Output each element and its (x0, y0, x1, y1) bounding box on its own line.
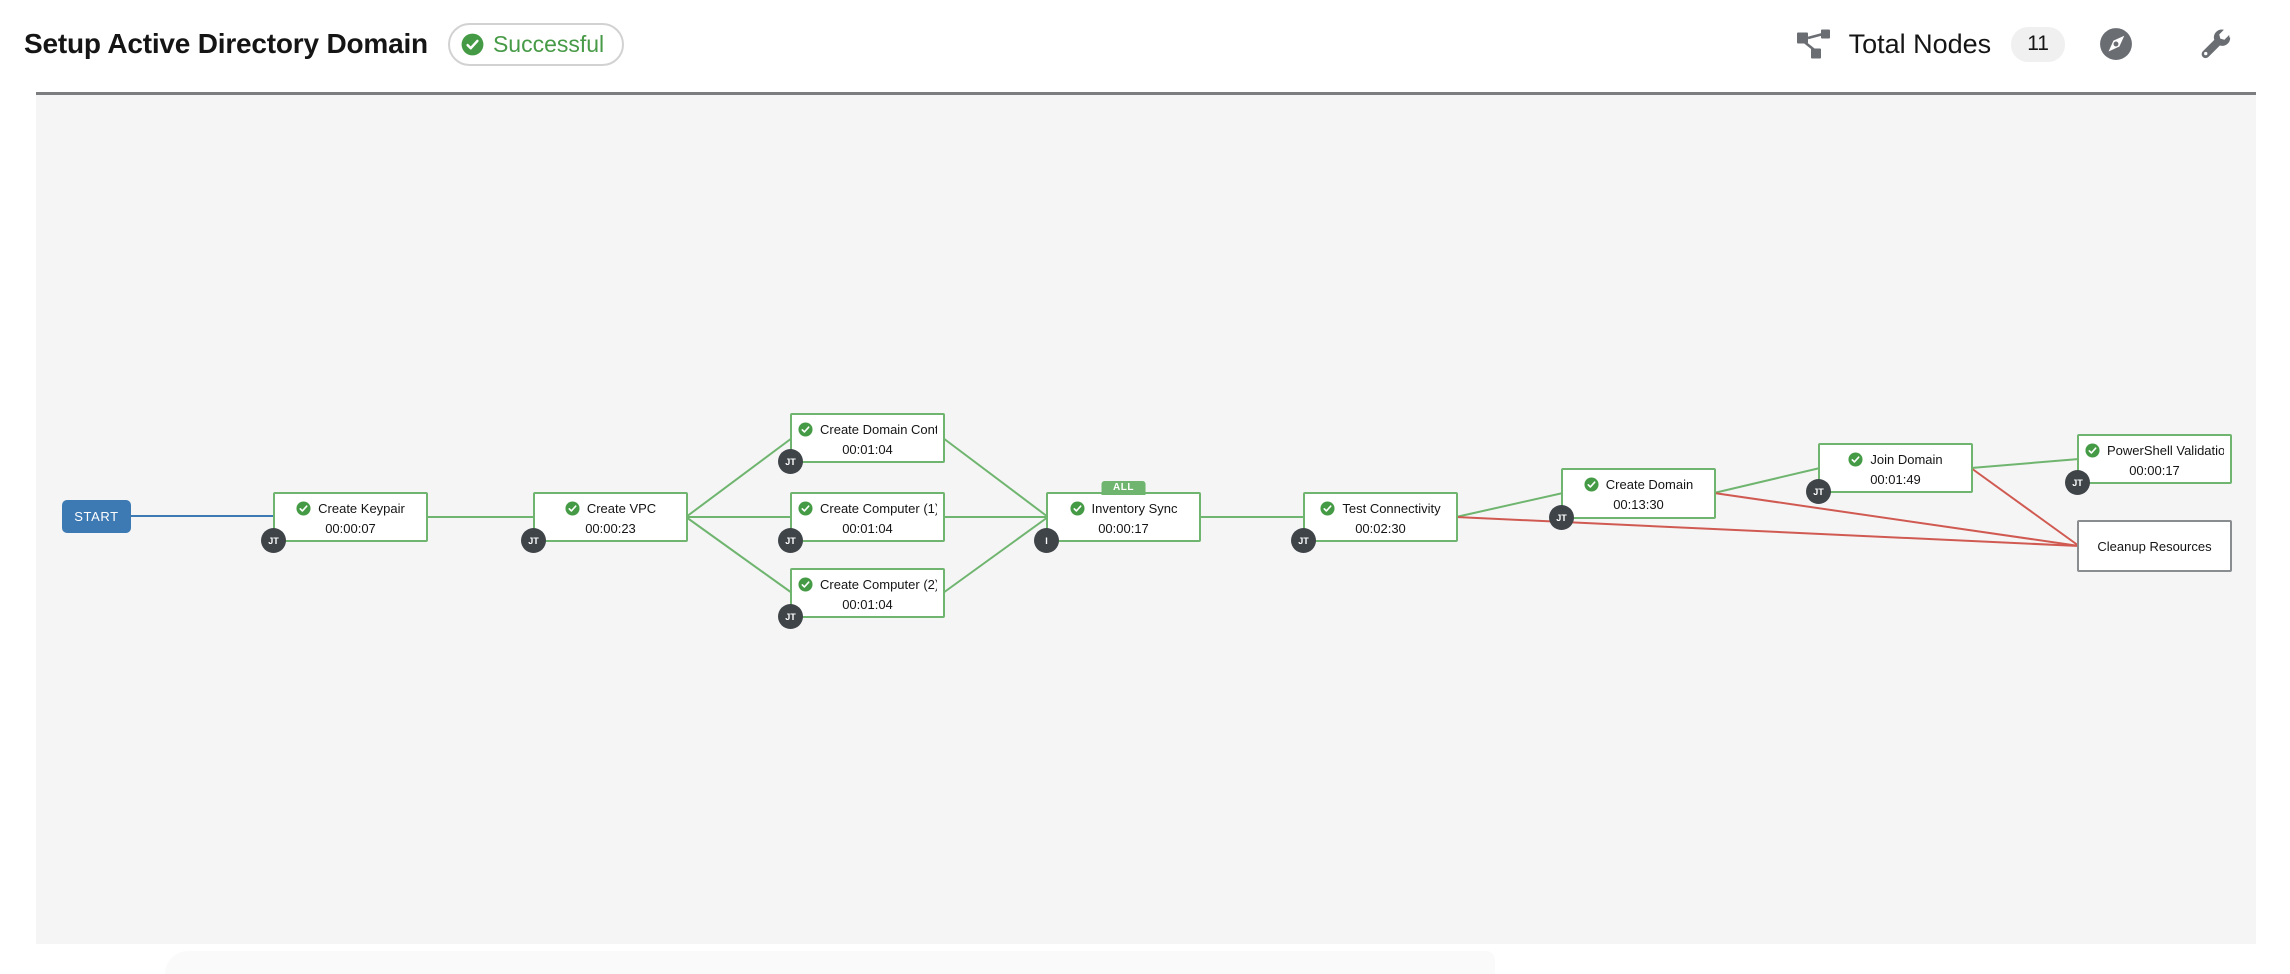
check-circle-icon (296, 501, 311, 516)
node-elapsed: 00:00:07 (325, 521, 376, 536)
status-badge[interactable]: Successful (447, 22, 625, 66)
workflow-node-create-computer-1[interactable]: Create Computer (1) 00:01:04 JT (778, 492, 945, 553)
node-name: Create Domain (1605, 477, 1694, 492)
topology-icon[interactable] (1796, 29, 1831, 60)
check-circle-icon (565, 501, 580, 516)
node-elapsed: 00:13:30 (1613, 497, 1664, 512)
job-template-badge: JT (778, 604, 803, 629)
workflow-node-create-vpc[interactable]: Create VPC 00:00:23 JT (521, 492, 688, 553)
check-circle-icon (798, 422, 813, 437)
check-circle-icon (1848, 452, 1863, 467)
node-name: Join Domain (1870, 452, 1943, 467)
job-template-badge: JT (1291, 528, 1316, 553)
node-name: Inventory Sync (1091, 501, 1178, 516)
job-template-badge: JT (1549, 505, 1574, 530)
check-circle-icon (798, 577, 813, 592)
node-elapsed: 00:02:30 (1355, 521, 1406, 536)
page-title: Setup Active Directory Domain (24, 28, 428, 59)
check-circle-icon (1320, 501, 1335, 516)
job-template-badge: JT (778, 528, 803, 553)
node-name: Cleanup Resources (2097, 538, 2212, 554)
workflow-node-create-keypair[interactable]: Create Keypair 00:00:07 JT (261, 492, 428, 553)
bottom-panel-hint (165, 951, 1495, 974)
node-name: Create VPC (586, 501, 657, 516)
status-label: Successful (492, 30, 605, 57)
job-template-badge: JT (1806, 479, 1831, 504)
workflow-node-inventory-sync[interactable]: ALL Inventory Sync 00:00:17 I (1034, 481, 1201, 553)
job-template-badge: JT (521, 528, 546, 553)
check-circle-icon (2085, 443, 2100, 458)
node-name: Create Computer (2) (820, 577, 937, 592)
node-name: PowerShell Validation (2107, 443, 2224, 458)
node-elapsed: 00:01:49 (1870, 472, 1921, 487)
node-elapsed: 00:01:04 (842, 521, 893, 536)
workflow-node-join-domain[interactable]: Join Domain 00:01:49 JT (1806, 443, 1973, 504)
node-name: Create Computer (1) (820, 501, 937, 516)
workflow-node-create-computer-2[interactable]: Create Computer (2) 00:01:04 JT (778, 568, 945, 629)
workflow-node-powershell-validation[interactable]: PowerShell Validation 00:00:17 JT (2065, 434, 2232, 495)
start-node: START (62, 500, 131, 533)
check-circle-icon (798, 501, 813, 516)
node-name: Create Keypair (318, 501, 405, 516)
inventory-source-badge: I (1034, 528, 1059, 553)
total-nodes-count: 11 (2011, 26, 2065, 62)
compass-icon[interactable] (2099, 27, 2133, 61)
wrench-icon[interactable] (2199, 28, 2232, 61)
convergence-all-badge: ALL (1101, 481, 1146, 495)
job-template-badge: JT (778, 449, 803, 474)
node-name: Test Connectivity (1342, 501, 1441, 516)
workflow-node-create-domain[interactable]: Create Domain 00:13:30 JT (1549, 468, 1716, 530)
total-nodes-label: Total Nodes (1848, 28, 1992, 59)
workflow-node-create-domain-controller[interactable]: Create Domain Contr... 00:01:04 JT (778, 413, 945, 474)
header-right: Total Nodes 11 (1796, 26, 2232, 62)
header: Setup Active Directory Domain Successful (0, 0, 2290, 92)
node-elapsed: 00:01:04 (842, 442, 893, 457)
node-name: Create Domain Contr... (820, 422, 937, 437)
node-elapsed: 00:00:23 (585, 521, 636, 536)
check-circle-icon (1584, 477, 1599, 492)
check-circle-icon (1069, 501, 1085, 516)
job-template-badge: JT (261, 528, 286, 553)
workflow-node-test-connectivity[interactable]: Test Connectivity 00:02:30 JT (1291, 492, 1458, 553)
job-template-badge: JT (2065, 470, 2090, 495)
node-elapsed: 00:00:17 (2129, 463, 2180, 478)
node-elapsed: 00:00:17 (1098, 521, 1149, 536)
node-elapsed: 00:01:04 (842, 597, 893, 612)
success-check-icon (461, 33, 484, 55)
workflow-node-cleanup-resources[interactable]: Cleanup Resources (2077, 520, 2232, 572)
